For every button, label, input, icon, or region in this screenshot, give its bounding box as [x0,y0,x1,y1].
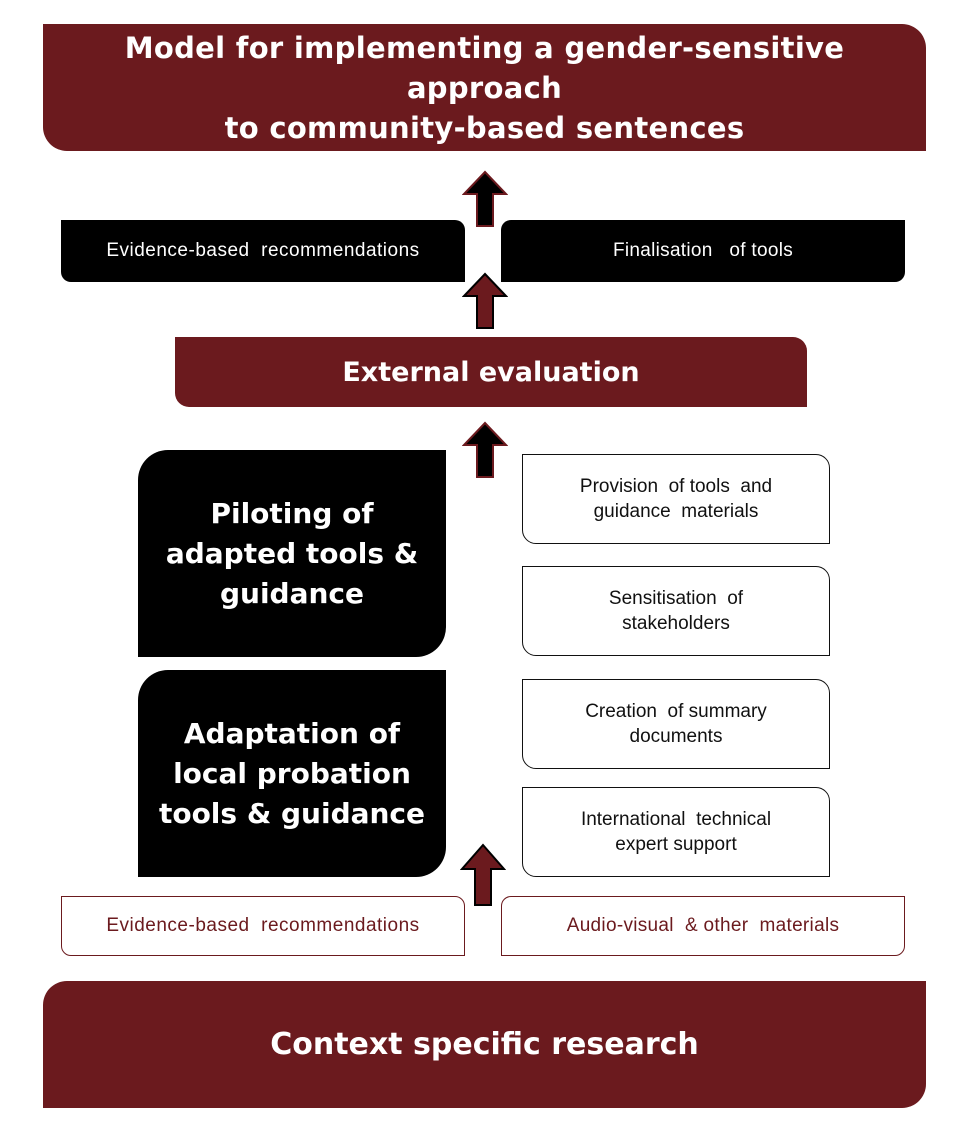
evidence-based-recommendations-top: Evidence-based recommendations [61,220,465,282]
piloting-line-1: Piloting of [210,496,374,530]
provision-line-1: Provision of tools and [579,476,773,497]
finalisation-of-tools-box: Finalisation of tools [501,220,905,282]
sensitisation-line-1: Sensitisation of [608,588,744,609]
piloting-line-2: adapted tools & [165,536,419,570]
evidence-based-recommendations-bottom: Evidence-based recommendations [61,896,465,956]
diagram-title-box: Model for implementing a gender-sensitiv… [43,24,926,151]
international-line-1: International technical [580,809,772,830]
adaptation-line-2: local probation [173,756,411,790]
audio-visual-materials-label: Audio-visual & other materials [566,915,840,936]
piloting-box: Piloting of adapted tools & guidance [138,450,446,657]
international-line-2: expert support [615,834,737,855]
up-arrow-icon [462,421,508,478]
context-specific-research-box: Context specific research [43,981,926,1108]
sensitisation-line-2: stakeholders [622,613,730,634]
provision-of-tools-box: Provision of tools and guidance material… [522,454,830,544]
creation-line-1: Creation of summary [585,701,767,722]
piloting-line-3: guidance [219,576,365,610]
evidence-based-recommendations-bottom-label: Evidence-based recommendations [106,915,420,936]
adaptation-box: Adaptation of local probation tools & gu… [138,670,446,877]
creation-line-2: documents [629,726,723,747]
sensitisation-box: Sensitisation of stakeholders [522,566,830,656]
international-expert-box: International technical expert support [522,787,830,877]
up-arrow-icon [462,170,508,227]
external-evaluation-box: External evaluation [175,337,807,407]
evidence-based-recommendations-top-label: Evidence-based recommendations [106,240,420,261]
finalisation-of-tools-label: Finalisation of tools [612,240,794,261]
up-arrow-icon [462,272,508,329]
creation-of-summary-box: Creation of summary documents [522,679,830,769]
adaptation-line-1: Adaptation of [183,716,401,750]
diagram-title-line-2: to community-based sentences [224,110,745,145]
provision-line-2: guidance materials [593,501,759,522]
up-arrow-icon [460,843,506,906]
external-evaluation-label: External evaluation [342,356,640,388]
adaptation-line-3: tools & guidance [158,796,426,830]
audio-visual-materials-box: Audio-visual & other materials [501,896,905,956]
diagram-title-line-1: Model for implementing a gender-sensitiv… [124,30,845,105]
context-specific-research-label: Context specific research [270,1027,699,1062]
